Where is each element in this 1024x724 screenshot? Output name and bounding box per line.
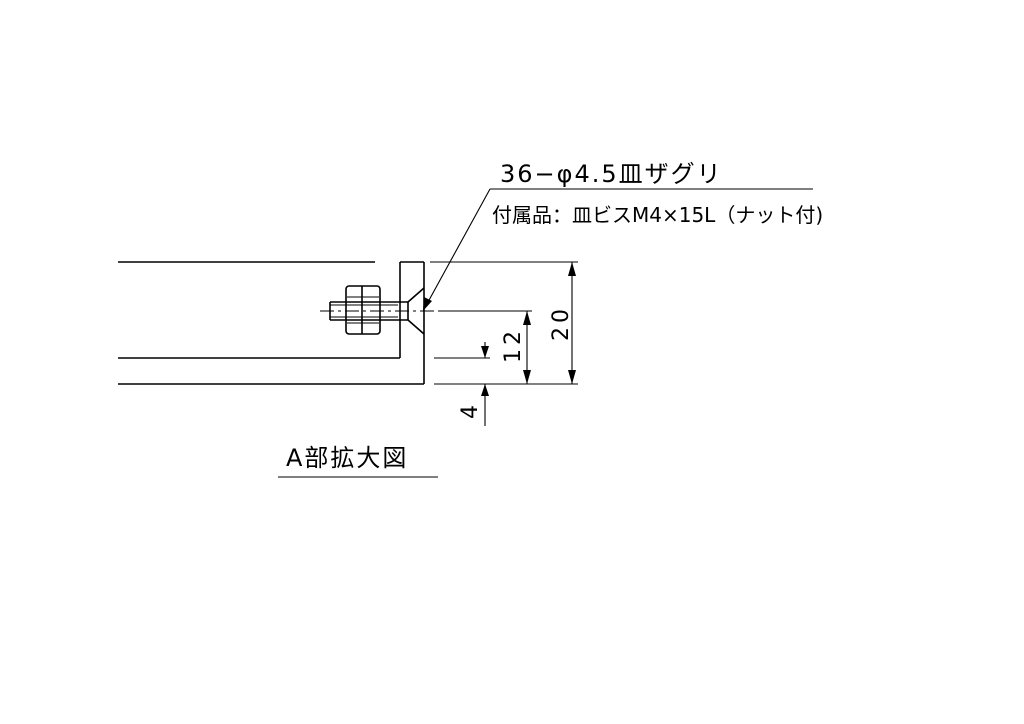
- view-title: A部拡大図: [286, 444, 408, 472]
- leader-line: [427, 188, 491, 303]
- accessory-note-label: 付属品：皿ビスM4×15L（ナット付): [492, 203, 823, 227]
- leader-arrowhead: [423, 297, 432, 311]
- dimension-total-height: [568, 262, 576, 384]
- dimension-bolt-height: [523, 311, 531, 384]
- part-profile: [118, 261, 425, 385]
- hex-nut: [345, 285, 381, 335]
- dimension-plate-thickness-label: 4: [458, 401, 483, 419]
- dimension-bolt-height-label: 12: [501, 327, 526, 363]
- hole-spec-label: 36−φ4.5皿ザグリ: [500, 160, 723, 188]
- dimension-total-height-label: 20: [549, 305, 574, 341]
- extension-lines: [430, 261, 578, 385]
- dimension-plate-thickness: [481, 342, 489, 426]
